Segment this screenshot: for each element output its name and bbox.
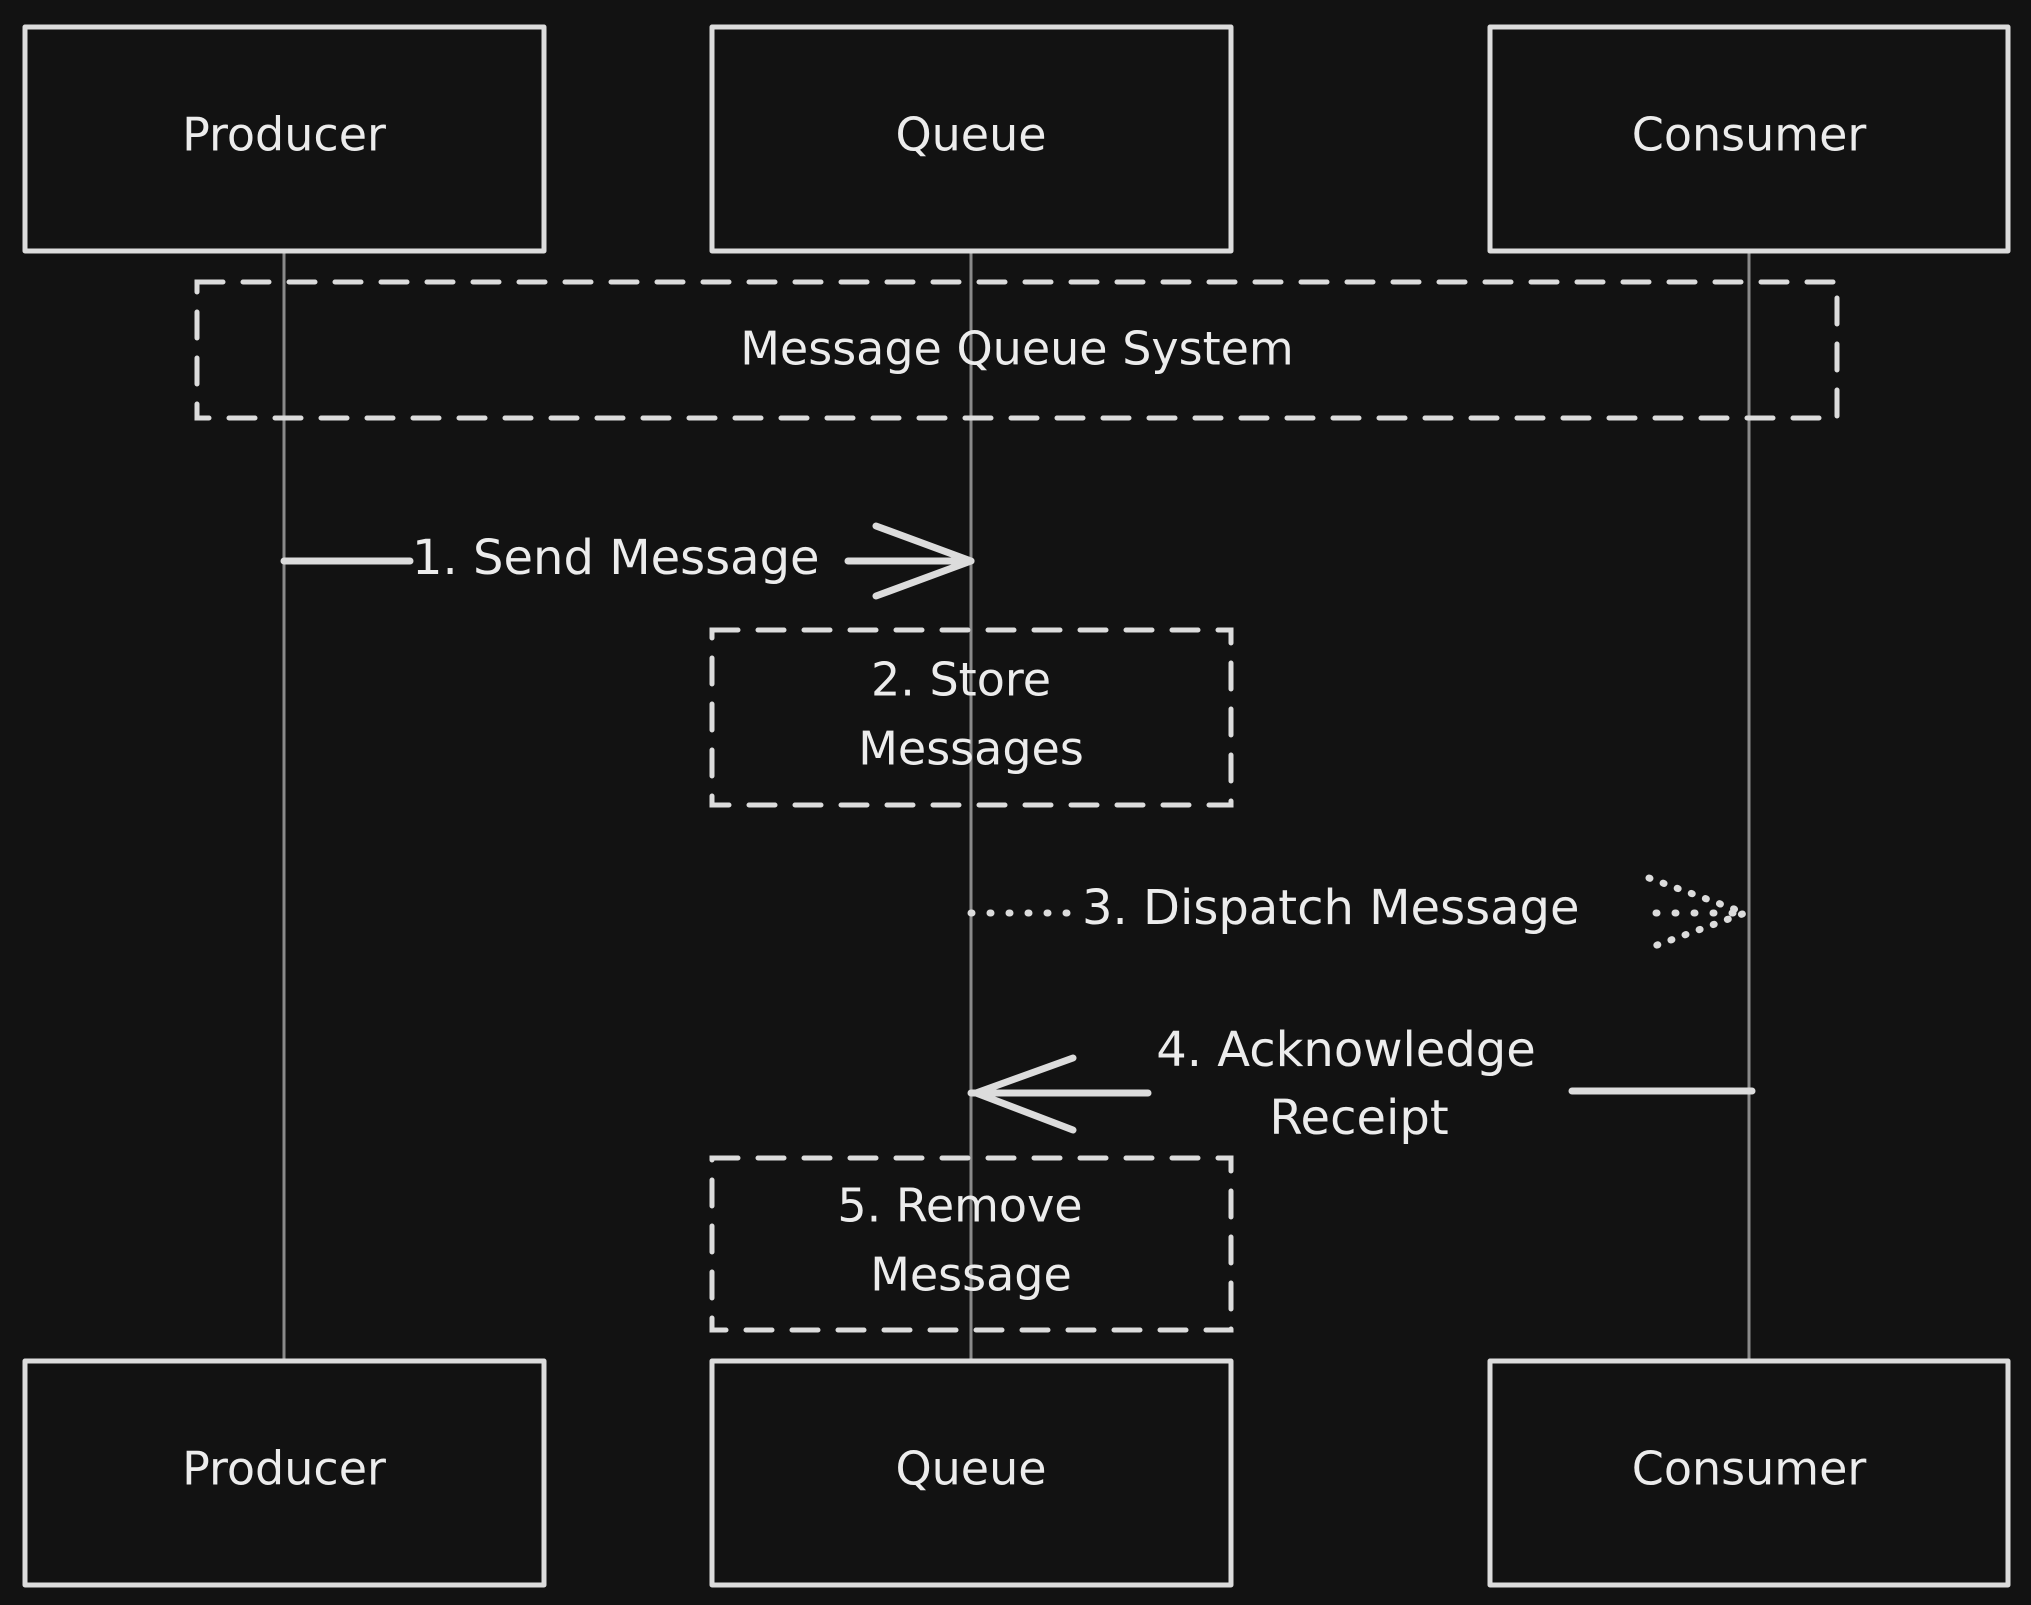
message-acknowledge: 4. Acknowledge Receipt [967, 1022, 1756, 1146]
participant-label: Queue [895, 1442, 1046, 1496]
participant-label: Consumer [1632, 1442, 1867, 1496]
message-label: 3. Dispatch Message [1082, 880, 1580, 936]
note-label-line2: Messages [858, 722, 1084, 776]
note-label-line1: 2. Store [871, 653, 1051, 707]
participant-label: Producer [182, 1442, 386, 1496]
participant-box [1487, 24, 2011, 254]
note-label-line1: 5. Remove [837, 1179, 1082, 1233]
participant-queue-top[interactable]: Queue [709, 24, 1234, 254]
participant-box [22, 1358, 547, 1588]
message-label-line1: 4. Acknowledge [1156, 1022, 1536, 1078]
group-box [194, 279, 1840, 421]
participant-label: Consumer [1632, 108, 1867, 162]
participant-box [22, 24, 547, 254]
note-box [709, 1155, 1234, 1333]
participant-consumer-top[interactable]: Consumer [1487, 24, 2011, 254]
note-box [709, 627, 1234, 808]
message-label: 1. Send Message [412, 530, 820, 586]
participant-label: Queue [895, 108, 1046, 162]
note-store-messages: 2. Store Messages [709, 627, 1234, 808]
note-label-line2: Message [870, 1248, 1072, 1302]
arrow-head-icon [872, 522, 975, 600]
participant-producer-bottom[interactable]: Producer [22, 1358, 547, 1588]
participant-producer-top[interactable]: Producer [22, 24, 547, 254]
participant-box [1487, 1358, 2011, 1588]
participant-box [709, 1358, 1234, 1588]
group-message-queue-system: Message Queue System [194, 279, 1840, 421]
arrow-head-icon [1645, 874, 1756, 952]
message-dispatch: 3. Dispatch Message [967, 874, 1756, 952]
message-label-line2: Receipt [1269, 1090, 1448, 1146]
note-remove-message: 5. Remove Message [709, 1155, 1234, 1333]
group-label: Message Queue System [740, 322, 1294, 376]
participant-consumer-bottom[interactable]: Consumer [1487, 1358, 2011, 1588]
message-send: 1. Send Message [280, 522, 975, 600]
participant-queue-bottom[interactable]: Queue [709, 1358, 1234, 1588]
arrow-head-icon [972, 1054, 1077, 1134]
participant-box [709, 24, 1234, 254]
participant-label: Producer [182, 108, 386, 162]
